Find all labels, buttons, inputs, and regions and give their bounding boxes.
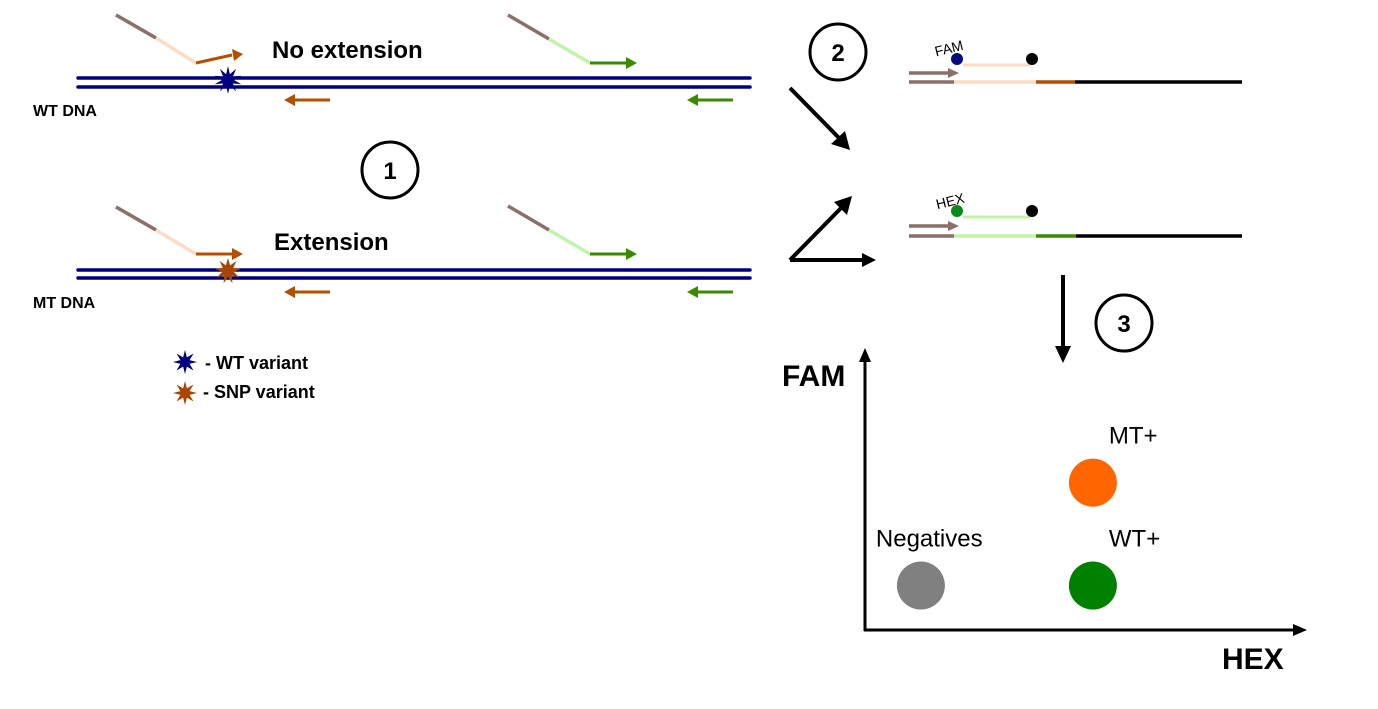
primer-tail [507,204,550,232]
arrowhead [232,248,243,260]
quencher-icon [1026,205,1038,217]
cluster-label-mt-positive: MT+ [1109,423,1158,450]
arrowhead [687,286,698,298]
extension-label: Extension [274,229,389,256]
arrowhead [948,68,959,78]
step-1-badge: 1 [360,140,420,200]
arrowhead [948,221,959,231]
diagonal-down-arrow [788,86,845,144]
fam-fluorophore-icon [951,53,963,65]
legend-label: - WT variant [205,353,308,373]
cluster-point-mt-positive [1068,458,1117,507]
cluster-label-wt-positive: WT+ [1109,526,1160,553]
y-axis-label: FAM [782,360,845,393]
wt-dna-row: WT DNA No extension [33,13,752,120]
cluster-point-wt-positive [1068,561,1117,610]
step-number: 3 [1117,311,1130,338]
step-circle [360,140,420,200]
fam-allele-primer-mt [115,205,243,260]
reverse-primer-hex-side [687,286,733,298]
primer-tail [115,13,157,40]
wt-dna-double-strand [76,76,752,89]
panel-2-fluorescent-reporting: 2 FAM HEX [788,22,1242,267]
arrowhead [862,253,876,267]
x-axis-label: HEX [1222,643,1284,676]
arrowhead [626,248,637,260]
primer-tail-hex-region [548,37,591,65]
mt-dna-double-strand [76,268,752,280]
step-number: 2 [831,40,844,67]
arrowhead [687,94,698,106]
reverse-primer-fam-side [284,286,330,298]
step-circle [1094,293,1154,353]
fam-reporter-cassette: FAM [909,37,1242,84]
primer-tail-fam-region [155,36,197,65]
hex-fluorophore-icon [951,205,963,217]
quencher-icon [1026,53,1038,65]
fam-allele-primer-wt [115,13,243,65]
hex-allele-primer-mt [507,204,637,260]
x-axis-arrowhead [1293,624,1307,636]
no-extension-label: No extension [272,37,423,64]
orange-star-icon [173,381,197,405]
diagonal-up-arrow [788,202,847,262]
cluster-point-negatives [896,561,945,610]
arrowhead [831,131,850,150]
primer-tail-fam-region [155,228,197,256]
panel-3-cluster-plot: 3 FAM HEX Negatives WT+ MT+ [782,275,1307,676]
arrowhead [1055,346,1071,363]
arrowhead [284,286,295,298]
legend-label: - SNP variant [203,382,315,402]
primer-tail [507,13,550,41]
blue-star-icon [173,350,197,374]
step-circle [808,22,868,82]
arrowhead [834,196,852,215]
variant-legend: - WT variant - SNP variant [173,350,315,405]
arrowhead [626,57,637,69]
panel-1-allele-specific-extension: WT DNA No extension 1 [33,13,752,312]
allele-specific-arrow [195,53,233,65]
mt-dna-label: MT DNA [33,295,96,312]
cluster-points: Negatives WT+ MT+ [876,423,1160,610]
arrowhead [284,94,295,106]
snp-variant-star-icon [215,258,241,284]
step-number: 1 [383,158,396,185]
fam-vs-hex-scatter-plot: FAM HEX Negatives WT+ MT+ [782,348,1307,676]
primer-tail [115,205,157,232]
legend-item-wt-variant: - WT variant [173,350,308,374]
step-2-badge: 2 [808,22,868,82]
legend-item-snp-variant: - SNP variant [173,381,315,405]
wt-variant-star-icon [214,66,242,94]
reverse-primer-fam-side [284,94,330,106]
primer-tail-hex-region [548,228,591,256]
y-axis-arrowhead [859,348,871,362]
cluster-label-negatives: Negatives [876,526,983,553]
step-3-badge: 3 [1094,293,1154,353]
hex-allele-primer-wt [507,13,637,69]
wt-dna-label: WT DNA [33,103,97,120]
reverse-primer-hex-side [687,94,733,106]
hex-reporter-cassette: HEX [909,190,1242,238]
mt-dna-row: MT DNA Extension [33,204,752,312]
arrowhead [232,49,243,61]
